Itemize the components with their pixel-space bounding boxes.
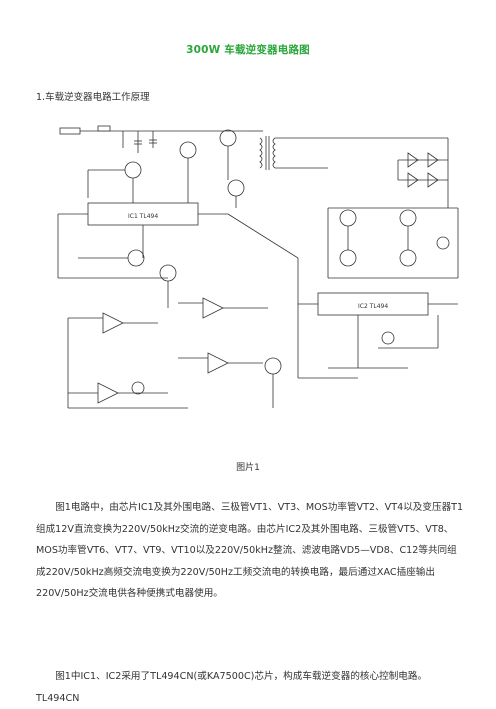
- page-title: 300W 车载逆变器电路图: [186, 44, 310, 56]
- ic2-label: IC2 TL494: [358, 303, 388, 310]
- ic1-label: IC1 TL494: [128, 213, 158, 220]
- figure-caption: 图片1: [236, 463, 260, 473]
- body-paragraph-2: 图1中IC1、IC2采用了TL494CN(或KA7500C)芯片，构成车载逆变器…: [36, 671, 428, 704]
- body-paragraph-1: 图1电路中，由芯片IC1及其外围电路、三极管VT1、VT3、MOS功率管VT2、…: [36, 502, 464, 599]
- circuit-schematic: IC1 TL494 IC2 TL494: [28, 108, 472, 438]
- section-heading: 1.车载逆变器电路工作原理: [36, 92, 150, 103]
